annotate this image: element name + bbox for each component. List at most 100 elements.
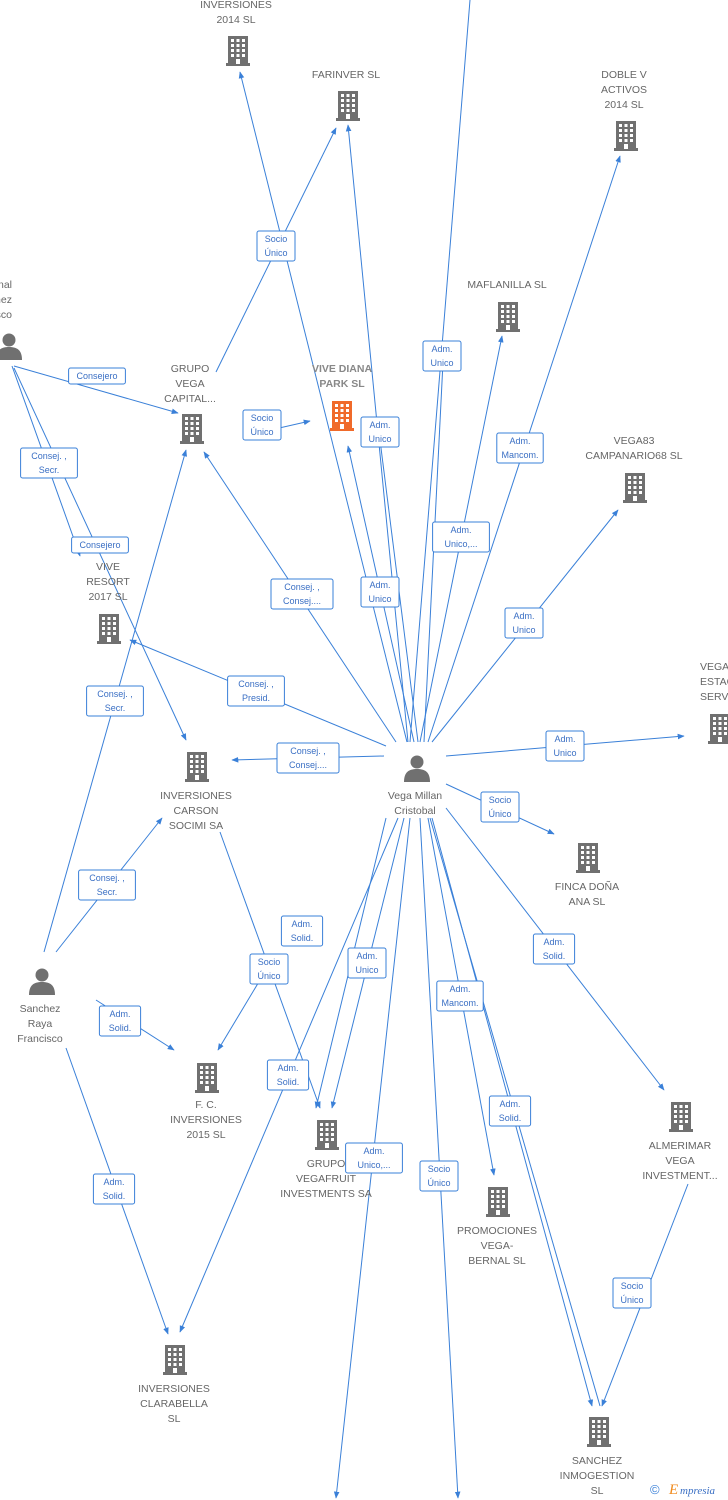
node-vegaest[interactable]: VEGAESTACISERVICI (700, 661, 728, 744)
person-icon (404, 755, 430, 782)
edge-label-line: Adm. (363, 1146, 384, 1156)
edge-label-vegamillan-to-maflanilla[interactable]: Adm.Unico,... (432, 521, 490, 553)
node-label-line: ncisco (0, 309, 12, 321)
edge-label-vegamillan-to-vegaest[interactable]: Adm.Unico (545, 730, 585, 762)
edge-label-box (545, 730, 585, 762)
edge-label-vegamillan-to-unico_mid[interactable]: Adm.Unico (422, 340, 462, 372)
node-maflanilla[interactable]: MAFLANILLA SL (467, 279, 547, 332)
edge-label-line: Unico,... (444, 539, 477, 549)
node-almerimar[interactable]: ALMERIMARVEGAINVESTMENT... (642, 1102, 718, 1182)
edge-label-vegamillan-to-grupovega[interactable]: Consej. , Consej.... (270, 578, 334, 610)
edge-label-line: Unico (368, 434, 391, 444)
node-label-line: ACTIVOS (601, 84, 647, 96)
edge-label-vegamillan-to-doblev[interactable]: Adm.Mancom. (496, 432, 544, 464)
node-label-line: GRUPO (171, 363, 210, 375)
edge-label-line: Consej. , (284, 582, 320, 592)
edge-label-box (488, 1095, 532, 1127)
edge-label-vegamillan-to-promociones[interactable]: Adm.Solid. (488, 1095, 532, 1127)
node-farinver[interactable]: FARINVER SL (312, 69, 380, 121)
edge-label-sanchezraya-to-grupovega[interactable]: Consej. ,Secr. (86, 685, 144, 717)
edge-label-vegamillan-to-vivediana[interactable]: Adm.Unico (360, 576, 400, 608)
edge-label-line: Socio (258, 957, 281, 967)
node-label-line: SL (168, 1413, 181, 1425)
empresia-watermark[interactable]: © E mpresia (650, 1482, 716, 1498)
edge-label-line: Unico,... (357, 1160, 390, 1170)
node-bernal[interactable]: ernalrtinezncisco (0, 279, 22, 360)
building-icon (576, 843, 600, 873)
edge-label-line: Consej.... (289, 760, 327, 770)
node-label-line: FARINVER SL (312, 69, 380, 81)
node-label-line: INVESTMENT... (642, 1170, 717, 1182)
node-label-line: ALMERIMAR (649, 1140, 712, 1152)
edge-label-vegamillan-to-almerimar[interactable]: Adm.Solid. (532, 933, 576, 965)
edge-label-line: Único (427, 1178, 450, 1188)
edge-label-vegamillan-to-vega83[interactable]: Adm.Unico (504, 607, 544, 639)
edge-label-vegamillan-to-vegafruit[interactable]: Adm.Unico (347, 947, 387, 979)
edge-label-vegamillan-to-carson[interactable]: Consej. , Consej.... (276, 742, 340, 774)
node-label-line: VEGAFRUIT (296, 1173, 357, 1185)
edge-label-line: Adm. (103, 1177, 124, 1187)
edge-label-box (504, 607, 544, 639)
node-label-line: INVERSIONES (160, 790, 232, 802)
edge-label-line: Consej. , (290, 746, 326, 756)
node-label-line: INMOGESTION (560, 1470, 635, 1482)
edges-layer (11, 0, 689, 1499)
edge-label-line: Unico (553, 748, 576, 758)
edge-label-vegamillan-to-fc2015[interactable]: Adm.Solid. (280, 915, 324, 947)
edge-label-vegamillan-to-clarabella[interactable]: Adm.Solid. (266, 1059, 310, 1091)
node-label-line: 2015 SL (186, 1129, 225, 1141)
edge-label-bernal-to-carson[interactable]: Consejero (71, 536, 129, 554)
edge-label-sanchezraya-to-carson[interactable]: Consej. ,Secr. (78, 869, 136, 901)
node-label-line: DOBLE V (601, 69, 647, 81)
building-icon (195, 1063, 219, 1093)
edge-label-vegamillan-to-bottom1[interactable]: Adm. Unico,... (345, 1142, 403, 1174)
edge-label-box (68, 367, 126, 385)
edge-label-sanchezraya-to-clarabella[interactable]: Adm.Solid. (92, 1173, 136, 1205)
edge-label-box (20, 447, 78, 479)
edge-label-vegamillan-to-viveresort[interactable]: Consej. ,Presid. (227, 675, 285, 707)
edge-label-line: Adm. (291, 919, 312, 929)
node-label-line: SANCHEZ (572, 1455, 623, 1467)
edge-label-line: Consej. , (89, 873, 125, 883)
brand-initial: E (668, 1482, 678, 1498)
edge-bernal-to-grupovega (13, 365, 179, 414)
edge-label-box (360, 416, 400, 448)
edge-label-bernal-to-grupovega[interactable]: Consejero (68, 367, 126, 385)
node-label-line: VIVE DIANA (312, 363, 373, 375)
edge-label-vegamillan-to-vivediana_b[interactable]: Adm.Unico (360, 416, 400, 448)
building-icon (185, 752, 209, 782)
edge-label-vegamillan-to-sanchezinm[interactable]: Adm.Mancom. (436, 980, 484, 1012)
edge-label-line: Solid. (277, 1077, 300, 1087)
node-label-line: 2014 SL (604, 99, 643, 111)
node-label-line: CAPITAL... (164, 393, 216, 405)
edge-label-line: Consej.... (283, 596, 321, 606)
person-icon (29, 968, 55, 995)
edge-label-bernal-to-viveresort[interactable]: Consej. ,Secr. (20, 447, 78, 479)
edge-vegamillan-to-bottom2 (419, 817, 461, 1499)
edge-label-sanchezraya-to-fc2015[interactable]: Adm.Solid. (98, 1005, 142, 1037)
node-doblev[interactable]: DOBLE V ACTIVOS 2014 SL (601, 69, 647, 151)
node-grupovega[interactable]: GRUPOVEGACAPITAL... (164, 363, 216, 444)
edge-label-box (422, 340, 462, 372)
edge-label-box (92, 1173, 136, 1205)
edge-label-line: Secr. (39, 465, 60, 475)
